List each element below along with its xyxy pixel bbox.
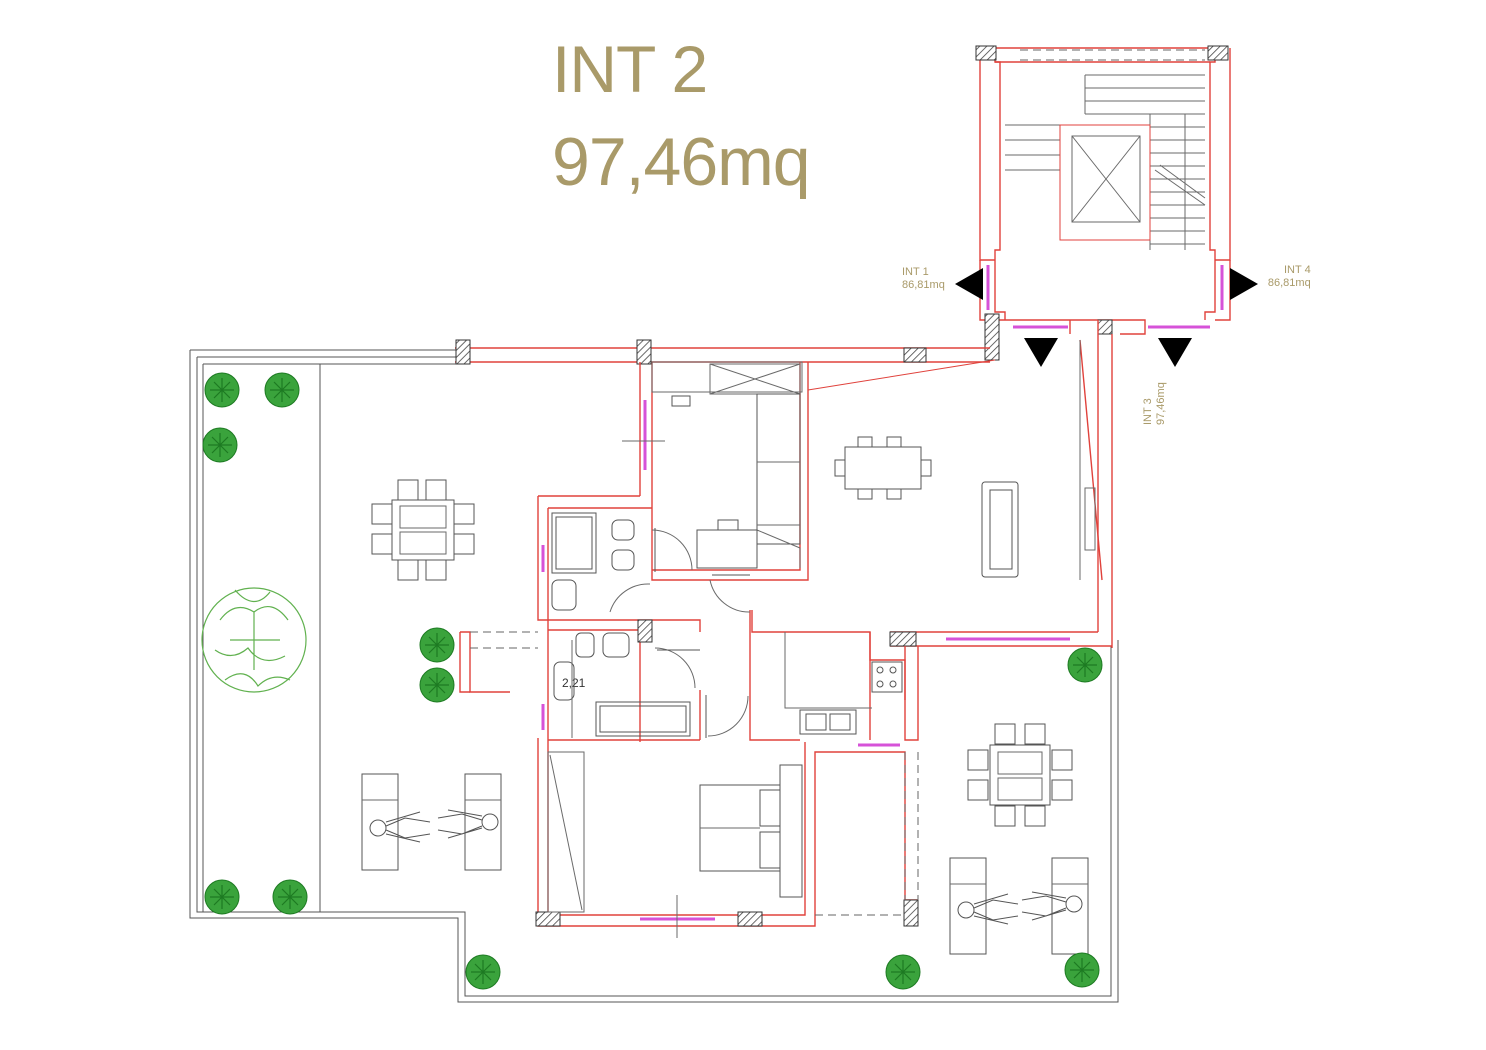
unit-name-title: INT 2 <box>552 32 708 106</box>
east-terrace-furniture <box>949 723 1089 955</box>
neighbor-label-int1: INT 1 86,81mq <box>902 266 945 292</box>
west-terrace-furniture <box>361 479 538 871</box>
neighbor-area: 86,81mq <box>902 279 945 291</box>
living-furniture <box>651 361 1019 578</box>
entrance-arrows <box>955 268 1258 367</box>
neighbor-label-int4: INT 4 86,81mq <box>1266 264 1311 290</box>
terrace-railing <box>189 349 1119 1003</box>
unit-area-title: 97,46mq <box>552 124 811 200</box>
neighbor-name: INT 1 <box>902 266 929 278</box>
bed <box>699 764 803 898</box>
neighbor-area: 86,81mq <box>1267 277 1311 289</box>
neighbor-name: INT 4 <box>1284 264 1311 276</box>
apartment-walls <box>455 334 1113 938</box>
plants <box>201 372 1103 990</box>
stair-core <box>975 45 1231 361</box>
